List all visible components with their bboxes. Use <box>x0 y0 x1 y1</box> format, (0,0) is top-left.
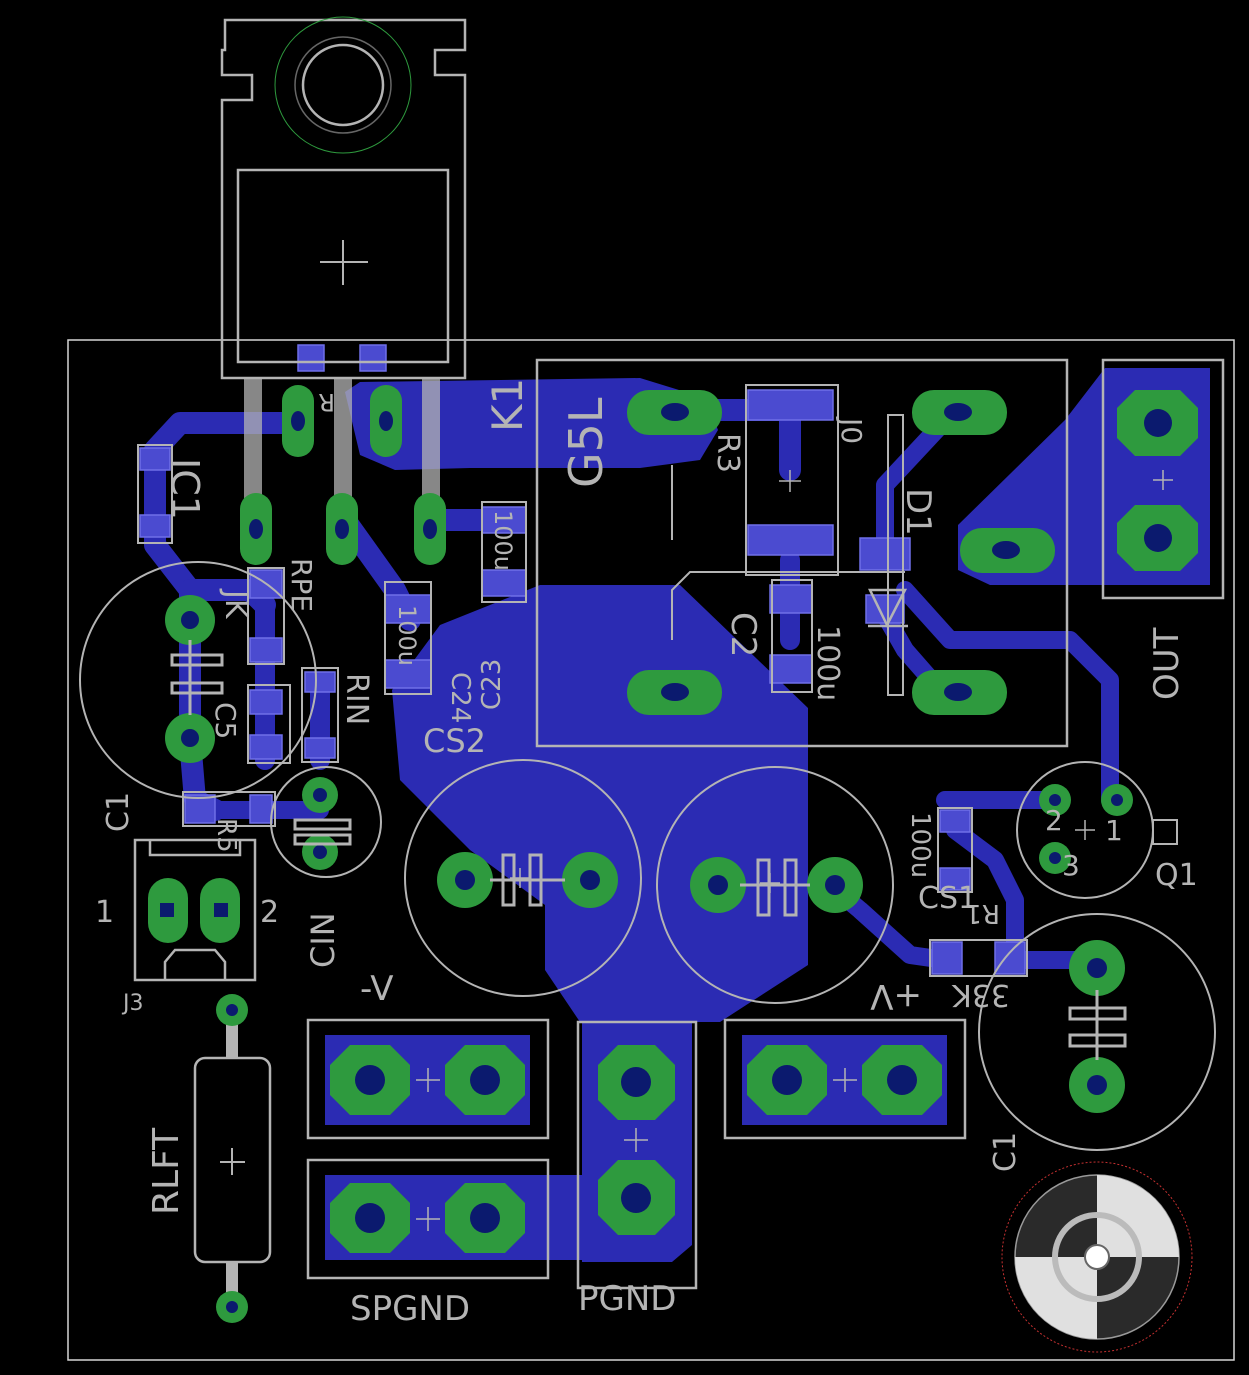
r-top-label: R <box>318 388 335 416</box>
c3-value-label: 100u <box>905 812 935 878</box>
j3-pin2-label: 2 <box>260 895 279 930</box>
smd-pads <box>139 344 1026 975</box>
smd-pad <box>249 637 283 663</box>
rlft-label: RLFT <box>146 1127 187 1215</box>
q1-pin3-label: 3 <box>1062 849 1080 882</box>
to220-package <box>220 16 467 513</box>
smd-pad <box>139 447 171 471</box>
smd-pad <box>747 389 834 421</box>
c2-label: C2 <box>723 612 763 657</box>
smd-pad <box>994 941 1026 975</box>
silk-labels: K1 G5L R3 J0 D1 C2 100u OUT IC1 JK RPE R… <box>95 378 1198 1329</box>
rpe-label: RPE <box>285 558 318 612</box>
through-hole-pads <box>148 385 1198 1323</box>
c1-left-label: C1 <box>101 792 136 832</box>
c23-value-label: 100u <box>489 510 517 571</box>
smd-pad <box>769 654 813 684</box>
smd-pad <box>859 537 911 571</box>
ic1-label: IC1 <box>163 458 207 520</box>
q1-pin2-label: 2 <box>1045 804 1063 837</box>
cs1-label: CS1 <box>918 881 977 916</box>
smd-pad <box>359 344 387 372</box>
c23-label: C23 <box>477 659 507 710</box>
cs2-label: CS2 <box>423 722 486 760</box>
fiducial-target <box>1001 1161 1193 1353</box>
c1-right-label: C1 <box>988 1132 1023 1172</box>
smd-pad <box>249 689 283 715</box>
r1-value-label: 33K <box>951 977 1010 1012</box>
out-connector-outline <box>1101 358 1225 600</box>
smd-pad <box>184 794 216 824</box>
rlft-resistor <box>193 1018 272 1302</box>
smd-pad <box>249 794 273 824</box>
silk-symbols <box>137 384 1127 1060</box>
c5-label: C5 <box>209 702 242 739</box>
smd-pad <box>939 867 971 891</box>
smd-pad <box>747 524 834 556</box>
smd-pad <box>384 594 432 624</box>
smd-pad <box>384 659 432 689</box>
mounting-hole-keepout <box>274 16 412 154</box>
relay-k1 <box>535 358 1069 748</box>
j3-pin1-label: 1 <box>95 895 114 930</box>
j0-label: J0 <box>835 416 868 444</box>
capacitor-outlines <box>79 561 1216 1151</box>
r3-label: R3 <box>710 433 745 473</box>
smd-pad <box>297 344 325 372</box>
smd-pad <box>931 941 963 975</box>
c24-label: C24 <box>445 672 475 723</box>
d1-label: D1 <box>898 488 938 536</box>
board-outline <box>67 339 1235 1361</box>
rin-label: RIN <box>339 673 374 725</box>
smd-pad <box>939 809 971 833</box>
plus-v-label: +V <box>870 976 922 1016</box>
q1-pin1-label: 1 <box>1105 814 1123 847</box>
smd-pad <box>139 514 171 538</box>
g5l-label: G5L <box>559 397 613 488</box>
origin-markers <box>416 470 1173 1231</box>
jk-label: JK <box>218 588 253 620</box>
j3-label: J3 <box>121 991 144 1016</box>
smd-pad <box>304 737 336 759</box>
c2-value-label: 100u <box>810 625 845 701</box>
minus-v-label: -V <box>360 969 394 1009</box>
smd-pad <box>249 734 283 760</box>
connector-outlines <box>133 838 967 1290</box>
smd-pad <box>481 569 527 597</box>
out-label: OUT <box>1147 627 1187 700</box>
pgnd-label: PGND <box>578 1279 676 1319</box>
smd-pad <box>304 671 336 693</box>
cin-label: CIN <box>304 912 342 968</box>
r5-label: R5 <box>211 818 241 853</box>
q1-label: Q1 <box>1155 858 1198 893</box>
c24-value-label: 100u <box>393 605 421 666</box>
spgnd-label: SPGND <box>350 1289 470 1329</box>
smd-pad <box>769 584 813 614</box>
k1-label: K1 <box>483 378 532 432</box>
r1-label: R1 <box>965 898 1000 928</box>
